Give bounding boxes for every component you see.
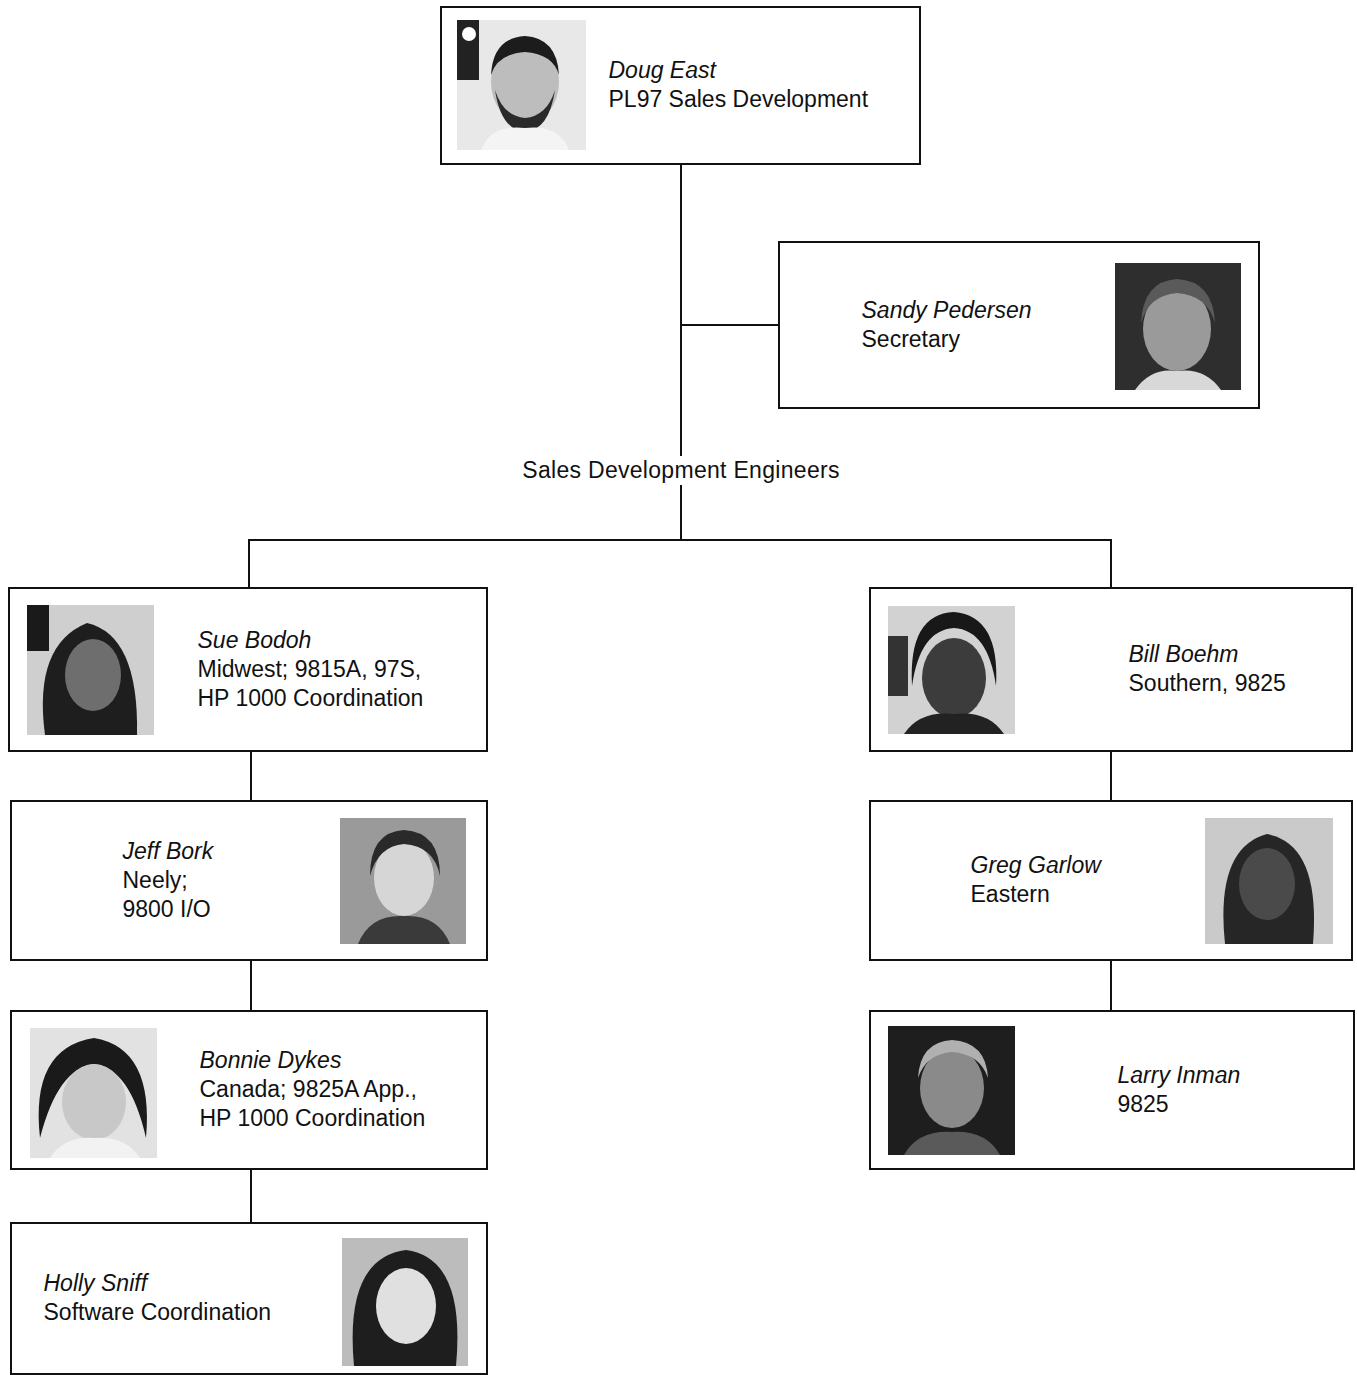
text-block: Bonnie DykesCanada; 9825A App., HP 1000 … <box>200 1046 455 1133</box>
portrait-photo <box>30 1028 157 1158</box>
role-text: Midwest; 9815A, 97S, HP 1000 Coordinatio… <box>198 655 453 713</box>
person-name: Greg Garlow <box>971 851 1191 880</box>
org-connector <box>1110 752 1112 800</box>
text-block: Doug EastPL97 Sales Development <box>609 56 909 114</box>
portrait-photo <box>457 20 586 150</box>
person-name: Jeff Bork <box>123 837 233 866</box>
role-text: Software Coordination <box>44 1298 334 1327</box>
org-connector <box>250 752 252 800</box>
text-block: Jeff BorkNeely; 9800 I/O <box>123 837 233 924</box>
person-name: Holly Sniff <box>44 1269 334 1298</box>
portrait-photo <box>340 818 466 944</box>
person-name: Sue Bodoh <box>198 626 453 655</box>
portrait-photo <box>342 1238 468 1366</box>
person-box: Holly SniffSoftware Coordination <box>10 1222 488 1375</box>
org-connector <box>681 165 1111 587</box>
person-name: Doug East <box>609 56 909 85</box>
text-block: Larry Inman9825 <box>1118 1061 1338 1119</box>
portrait-photo <box>27 605 154 735</box>
org-connector <box>250 961 252 1010</box>
person-box: Sue BodohMidwest; 9815A, 97S, HP 1000 Co… <box>8 587 488 752</box>
text-block: Greg GarlowEastern <box>971 851 1191 909</box>
role-text: 9825 <box>1118 1090 1338 1119</box>
text-block: Sue BodohMidwest; 9815A, 97S, HP 1000 Co… <box>198 626 453 713</box>
role-text: PL97 Sales Development <box>609 85 909 114</box>
org-connector <box>681 165 778 325</box>
org-connector <box>250 1170 252 1222</box>
text-block: Holly SniffSoftware Coordination <box>44 1269 334 1327</box>
person-box: Greg GarlowEastern <box>869 800 1353 961</box>
person-name: Sandy Pedersen <box>862 296 1102 325</box>
text-block: Bill BoehmSouthern, 9825 <box>1129 640 1339 698</box>
role-text: Eastern <box>971 880 1191 909</box>
person-box: Larry Inman9825 <box>869 1010 1355 1170</box>
group-label: Sales Development Engineers <box>517 456 845 485</box>
role-text: Neely; 9800 I/O <box>123 866 233 924</box>
org-connector <box>1110 961 1112 1010</box>
text-block: Sandy PedersenSecretary <box>862 296 1102 354</box>
person-box: Jeff BorkNeely; 9800 I/O <box>10 800 488 961</box>
person-box: Sandy PedersenSecretary <box>778 241 1260 409</box>
portrait-photo <box>1205 818 1333 944</box>
role-text: Southern, 9825 <box>1129 669 1339 698</box>
role-text: Secretary <box>862 325 1102 354</box>
person-box: Doug EastPL97 Sales Development <box>440 6 921 165</box>
portrait-photo <box>888 1026 1015 1155</box>
person-box: Bonnie DykesCanada; 9825A App., HP 1000 … <box>10 1010 488 1170</box>
person-box: Bill BoehmSouthern, 9825 <box>869 587 1353 752</box>
person-name: Larry Inman <box>1118 1061 1338 1090</box>
person-name: Bill Boehm <box>1129 640 1339 669</box>
portrait-photo <box>1115 263 1241 390</box>
portrait-photo <box>888 606 1015 734</box>
org-connector <box>249 165 681 587</box>
role-text: Canada; 9825A App., HP 1000 Coordination <box>200 1075 455 1133</box>
person-name: Bonnie Dykes <box>200 1046 455 1075</box>
